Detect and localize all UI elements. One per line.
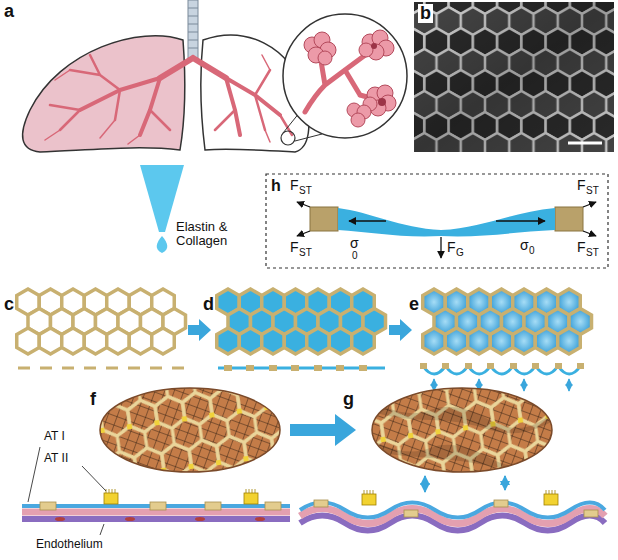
at2-cell: [104, 489, 258, 504]
stress-symbol: σ: [350, 236, 359, 251]
stress-subscript: 0: [352, 251, 358, 262]
panel-letter: a: [4, 2, 14, 21]
stress-symbol: σ: [520, 238, 529, 253]
panel-letter: b: [418, 4, 433, 23]
force-subscript: G: [456, 248, 464, 259]
force-symbol: F: [447, 240, 456, 255]
scale-bar: [568, 142, 602, 145]
alveolar-wall-view: [368, 385, 558, 475]
panel-letter: d: [203, 295, 214, 314]
force-symbol: F: [577, 178, 586, 193]
panel-letter: h: [271, 178, 281, 195]
zoom-marker: [281, 131, 295, 145]
panel-letter: f: [90, 390, 96, 409]
force-symbol: F: [290, 240, 299, 255]
trachea: [188, 0, 198, 58]
alveolar-wall-view: [95, 385, 285, 475]
support-block: [310, 207, 338, 231]
force-diagram: [266, 174, 608, 268]
membrane: [338, 208, 555, 236]
leader-line: [28, 447, 106, 535]
zoom-inset: [283, 14, 407, 138]
sem-micrograph: [414, 2, 614, 152]
material-label: Elastin & Collagen: [176, 220, 256, 247]
panel-letter: g: [343, 390, 354, 409]
tissue-cross-section: [22, 447, 290, 535]
force-symbol: F: [577, 240, 586, 255]
cell-label: Endothelium: [36, 538, 103, 551]
cell-label: AT II: [44, 452, 68, 465]
force-subscript: ST: [586, 186, 599, 197]
tissue-cross-section: [300, 476, 605, 531]
force-subscript: ST: [299, 248, 312, 259]
force-subscript: ST: [299, 186, 312, 197]
force-subscript: ST: [586, 248, 599, 259]
cell-label: AT I: [44, 430, 65, 443]
support-block: [555, 207, 583, 231]
lungs-illustration: [23, 0, 407, 152]
panel-letter: c: [4, 295, 14, 314]
at2-cell: [362, 490, 558, 505]
panel-letter: e: [409, 295, 419, 314]
bronchial-tree: [45, 55, 292, 144]
scaffold-grid: [17, 289, 592, 354]
stress-subscript: 0: [529, 246, 535, 257]
force-symbol: F: [290, 178, 299, 193]
side-view: [18, 363, 584, 391]
alveoli: [304, 30, 396, 127]
